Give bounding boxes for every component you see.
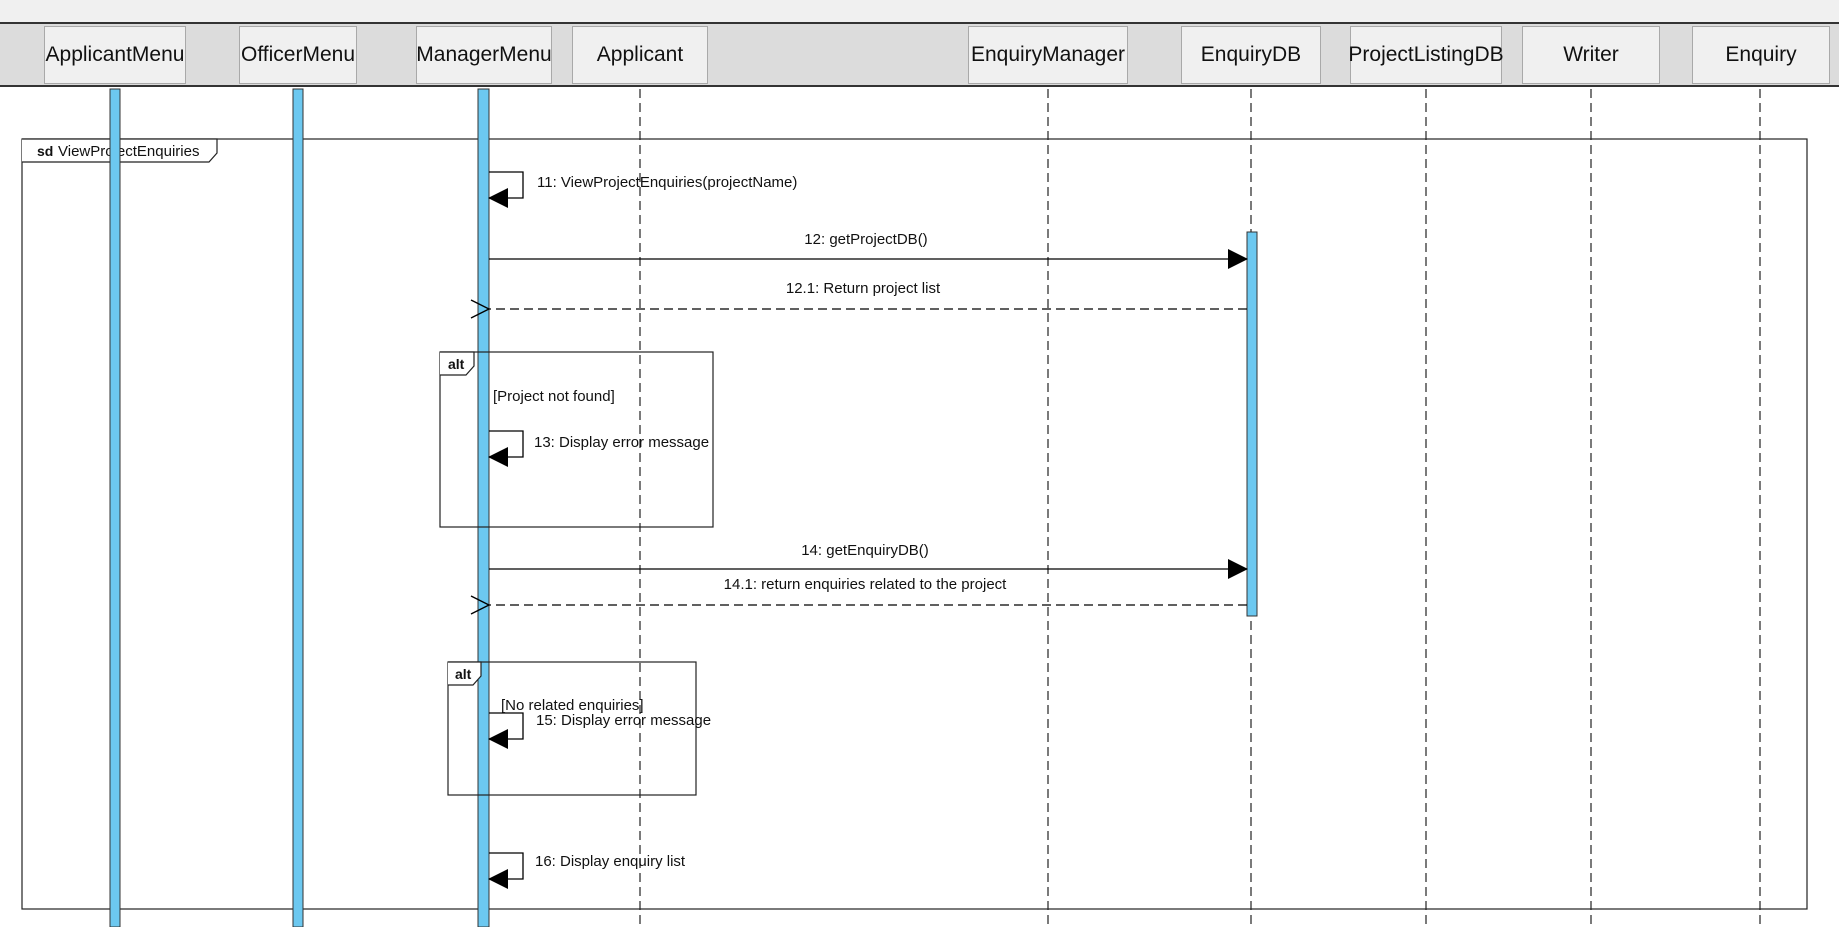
message-11-arrow <box>488 171 524 208</box>
participant-projectlistingdb[interactable]: ProjectListingDB <box>1348 26 1504 84</box>
activation-managermenu <box>477 88 490 927</box>
alt-fragment-2 <box>447 661 697 796</box>
activation-applicantmenu <box>109 88 121 927</box>
alt-operator-2: alt <box>455 666 472 682</box>
lifeline-header-strip: ApplicantMenu OfficerMenu ManagerMenu Ap… <box>0 22 1839 87</box>
sd-frame <box>21 138 1808 910</box>
message-15-arrow <box>488 712 524 749</box>
alt-fragment-1 <box>439 351 714 528</box>
participant-managermenu[interactable]: ManagerMenu <box>416 26 552 84</box>
alt-guard-1: [Project not found] <box>493 388 615 405</box>
activation-officermenu <box>292 88 304 927</box>
participant-enquiry[interactable]: Enquiry <box>1692 26 1830 84</box>
message-15-label: 15: Display error message <box>536 712 711 729</box>
alt-fragment-1-tab <box>440 351 475 376</box>
participant-writer[interactable]: Writer <box>1522 26 1660 84</box>
message-12-1-label: 12.1: Return project list <box>786 280 941 297</box>
message-13-label: 13: Display error message <box>534 434 709 451</box>
message-14-label: 14: getEnquiryDB() <box>801 542 929 559</box>
participant-applicant[interactable]: Applicant <box>572 26 708 84</box>
participant-applicantmenu[interactable]: ApplicantMenu <box>44 26 186 84</box>
sd-keyword: sd <box>37 143 53 159</box>
message-14-1-label: 14.1: return enquiries related to the pr… <box>724 576 1008 593</box>
message-13-arrow <box>488 430 524 467</box>
message-11-label: 11: ViewProjectEnquiries(projectName) <box>537 174 797 191</box>
participant-enquirymanager[interactable]: EnquiryManager <box>968 26 1128 84</box>
participant-enquirydb[interactable]: EnquiryDB <box>1181 26 1321 84</box>
sd-frame-name: ViewProjectEnquiries <box>58 143 199 160</box>
activation-enquirydb <box>1246 231 1258 617</box>
top-toolbar-area <box>0 0 1839 22</box>
alt-guard-2: [No related enquiries] <box>501 697 644 714</box>
alt-fragment-2-tab <box>448 661 482 686</box>
message-16-label: 16: Display enquiry list <box>535 853 686 870</box>
message-16-arrow <box>488 852 524 889</box>
participant-officermenu[interactable]: OfficerMenu <box>239 26 357 84</box>
alt-operator-1: alt <box>448 356 465 372</box>
message-12-label: 12: getProjectDB() <box>804 231 927 248</box>
